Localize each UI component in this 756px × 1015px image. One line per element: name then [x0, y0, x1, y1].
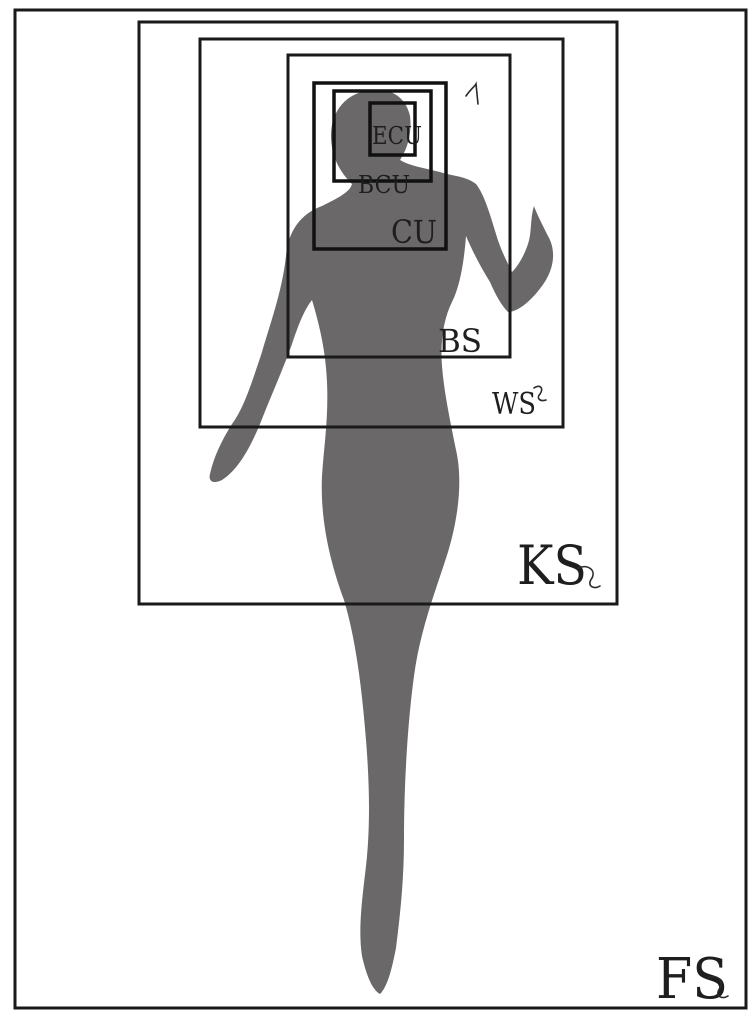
- pen-mark-top: [466, 84, 478, 104]
- label-ecu: ECU: [372, 122, 422, 150]
- label-ws: WS: [492, 387, 536, 422]
- label-bcu: BCU: [358, 171, 410, 199]
- label-ks: KS: [517, 534, 587, 597]
- standing-person-silhouette-icon: [210, 90, 553, 994]
- label-fs: FS: [656, 947, 728, 1012]
- label-bs: BS: [438, 322, 482, 360]
- label-cu: CU: [391, 213, 437, 251]
- figure-silhouette: [210, 90, 553, 994]
